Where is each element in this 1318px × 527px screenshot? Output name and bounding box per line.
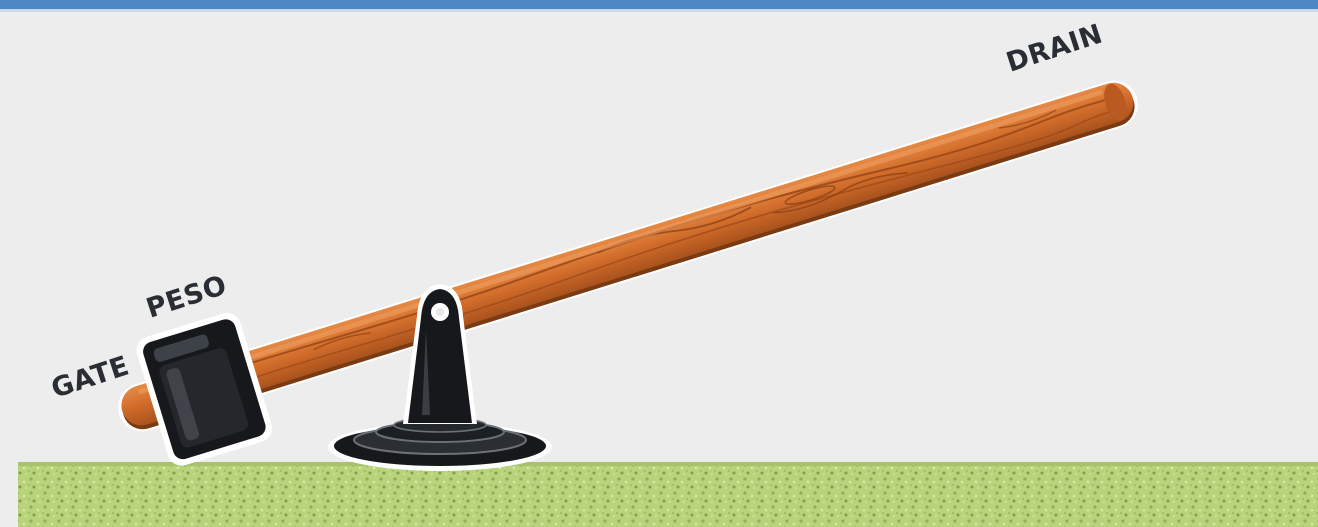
top-border (0, 0, 1318, 9)
grass-ground-icon (18, 462, 1318, 527)
